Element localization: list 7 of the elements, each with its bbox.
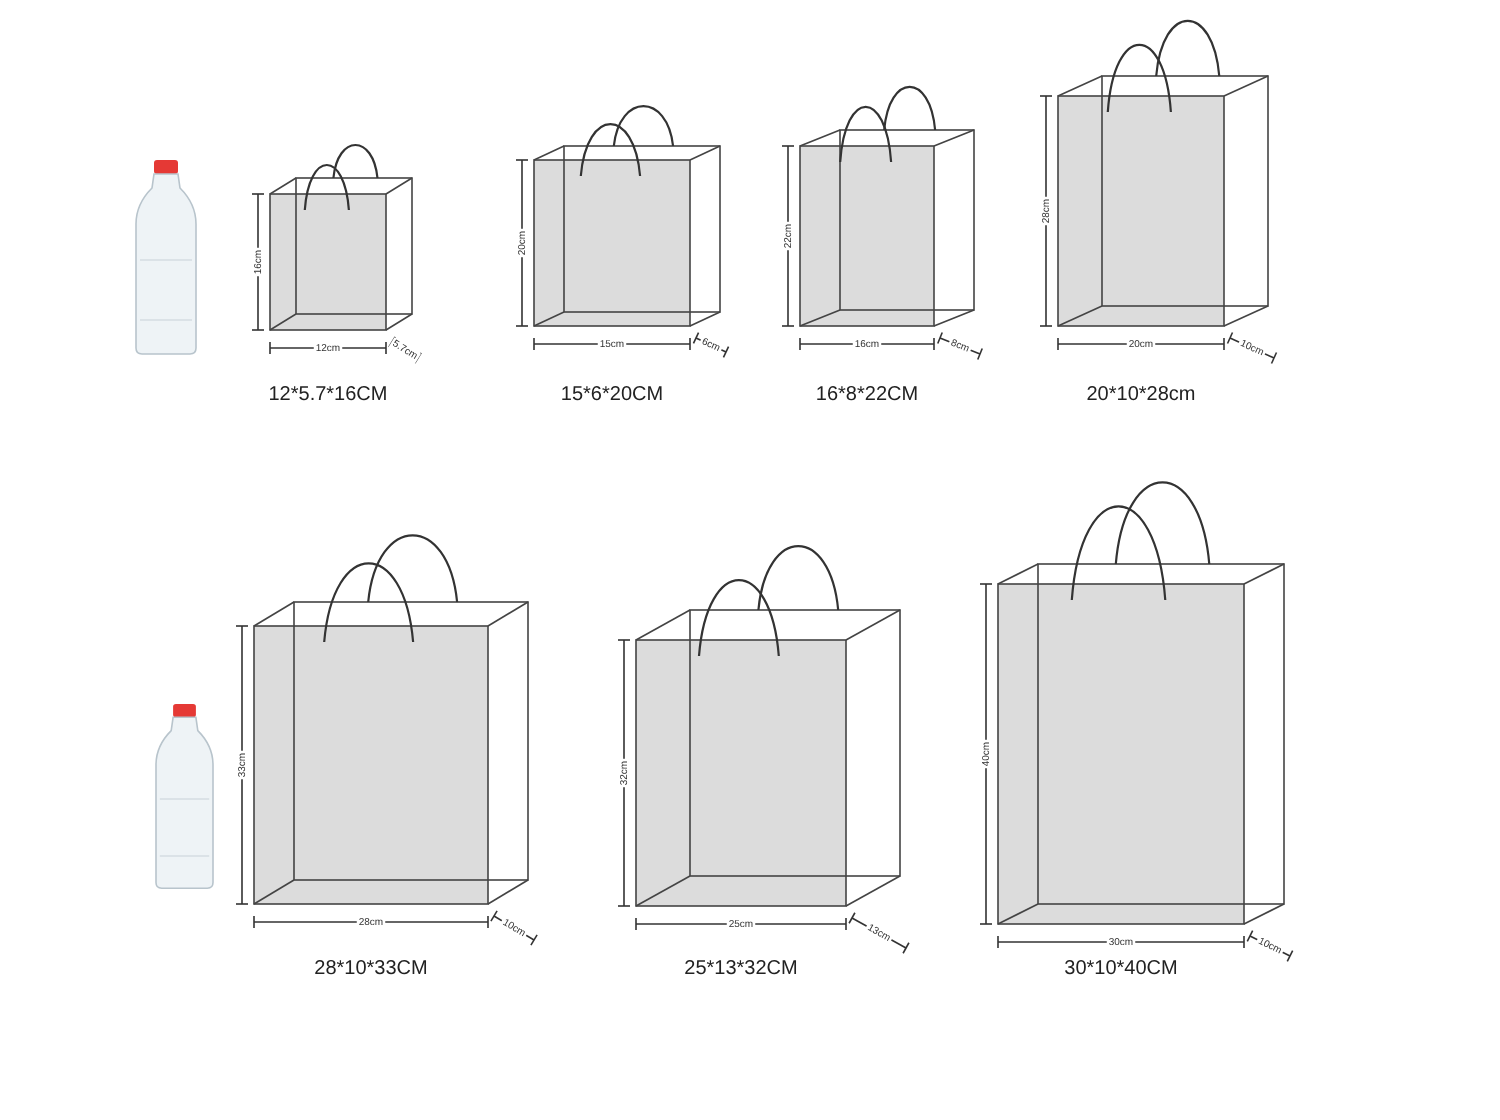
size-caption: 20*10*28cm xyxy=(1086,384,1196,406)
size-caption: 25*13*32CM xyxy=(684,958,798,980)
size-caption: 15*6*20CM xyxy=(560,384,664,406)
size-caption: 16*8*22CM xyxy=(815,384,919,406)
size-caption: 12*5.7*16CM xyxy=(268,384,388,406)
size-caption: 28*10*33CM xyxy=(314,958,428,980)
size-caption: 30*10*40CM xyxy=(1064,958,1178,980)
